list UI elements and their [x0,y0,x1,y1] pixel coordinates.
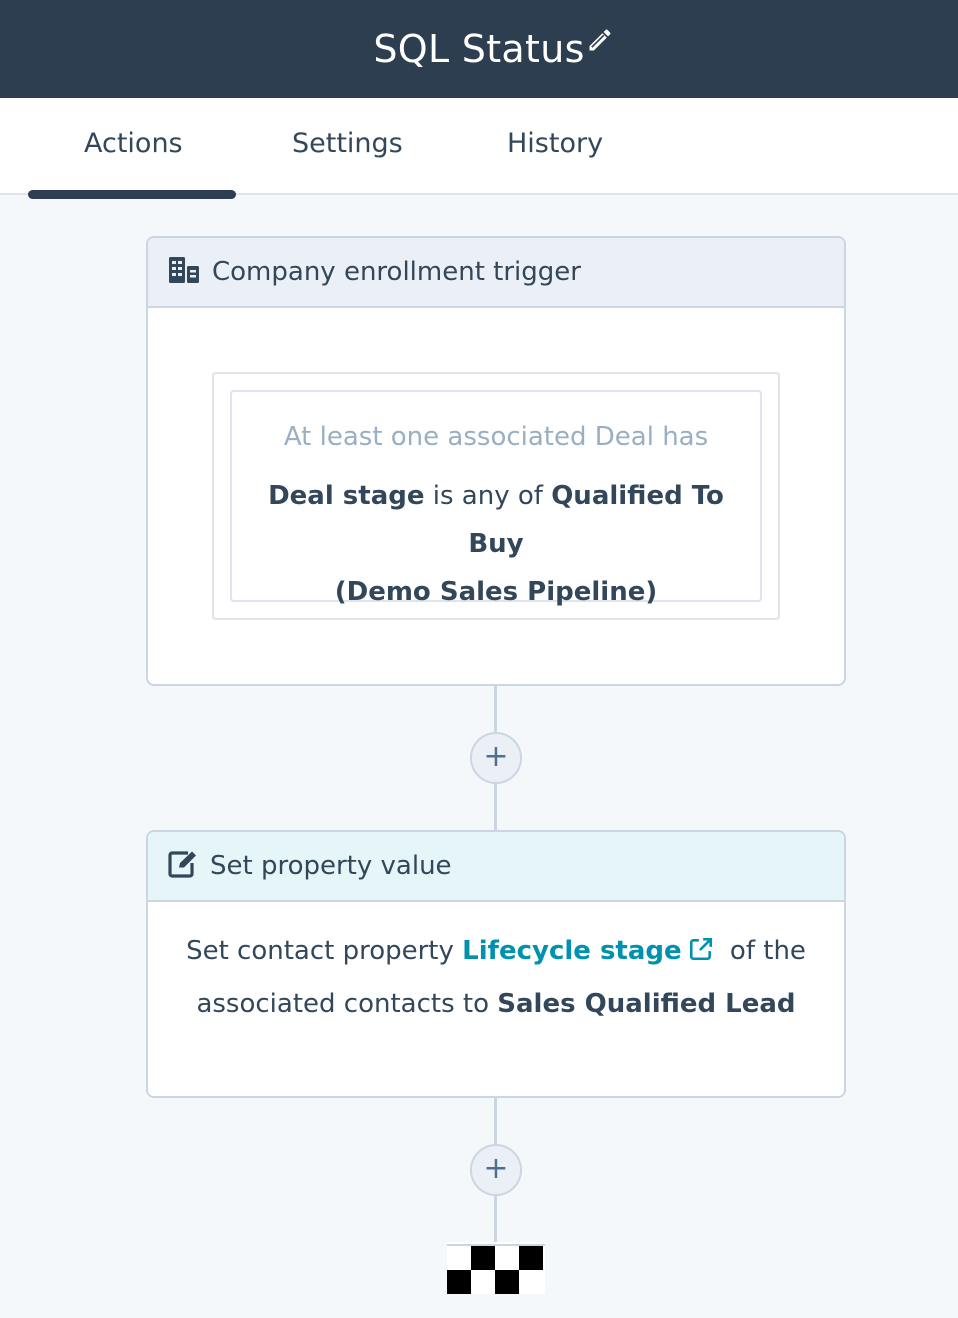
plus-icon: + [483,1151,509,1186]
pencil-icon[interactable] [586,26,614,54]
workflow-title: SQL Status [373,27,585,71]
active-tab-indicator [28,190,236,199]
external-link-icon[interactable] [688,929,714,979]
filter-group: At least one associated Deal has Deal st… [212,372,780,620]
tab-bar: Actions Settings History [0,98,958,195]
checkered-flag-icon [447,1242,545,1294]
enrollment-trigger-card[interactable]: Company enrollment trigger At least one … [146,236,846,686]
add-action-button[interactable]: + [470,1144,522,1196]
action-card-title: Set property value [210,851,452,881]
lifecycle-stage-link[interactable]: Lifecycle stage [462,936,682,966]
filter-criteria: Deal stage is any of Qualified To Buy (D… [232,472,760,616]
filter-property: Deal stage [268,481,425,511]
tab-history[interactable]: History [507,128,604,159]
tab-actions[interactable]: Actions [84,128,183,159]
edit-square-icon [168,850,198,882]
plus-icon: + [483,739,509,774]
filter-value: Qualified To Buy [468,481,724,559]
action-description: Set contact property Lifecycle stage of … [148,902,844,1029]
set-property-action-card[interactable]: Set property value Set contact property … [146,830,846,1098]
action-text-middle: of the associated contacts to [196,936,806,1019]
trigger-card-header: Company enrollment trigger [148,238,844,308]
building-icon [168,256,200,288]
action-card-header: Set property value [148,832,844,902]
filter-heading: At least one associated Deal has [283,422,709,452]
trigger-card-title: Company enrollment trigger [212,257,581,287]
filter-operator: is any of [432,481,543,511]
tab-settings[interactable]: Settings [292,128,403,159]
filter-condition[interactable]: At least one associated Deal has Deal st… [230,390,762,607]
action-text-prefix: Set contact property [186,936,454,966]
workflow-header: SQL Status [0,0,958,98]
filter-pipeline: (Demo Sales Pipeline) [334,577,658,607]
action-value: Sales Qualified Lead [497,989,796,1019]
add-action-button[interactable]: + [470,732,522,784]
